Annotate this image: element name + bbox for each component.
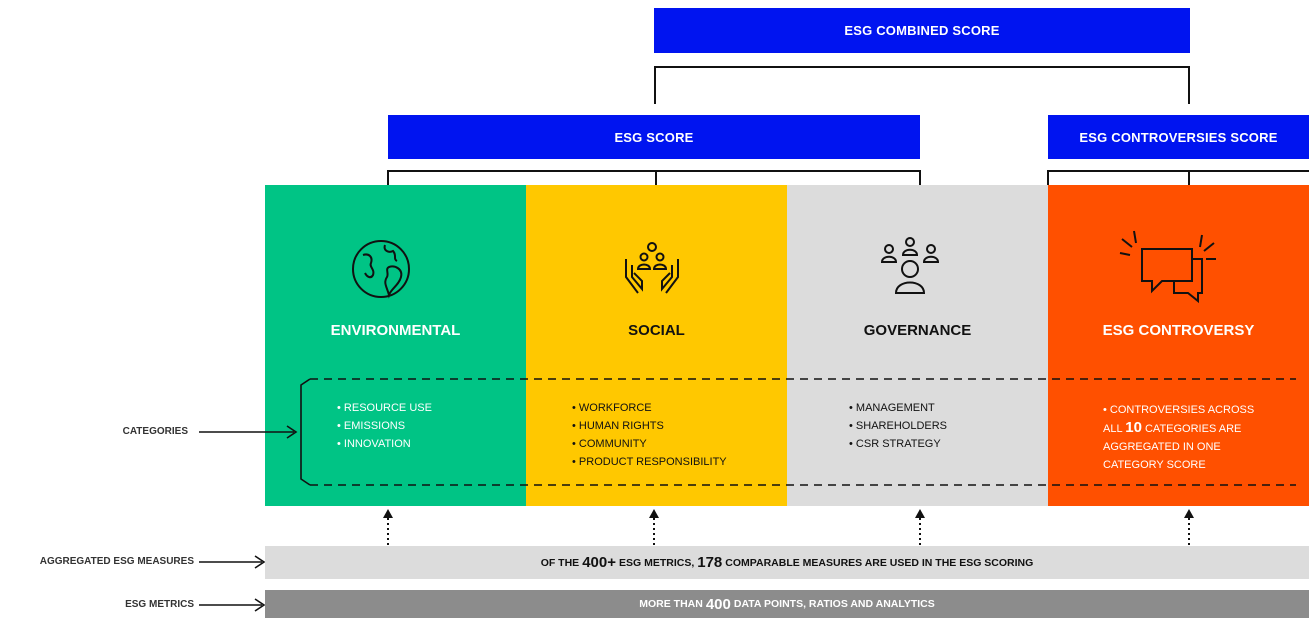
controversy-text-part2: CATEGORIES ARE AGGREGATED IN ONE CATEGOR… [1103,423,1242,471]
esg-combined-score-box: ESG COMBINED SCORE [654,8,1190,53]
environmental-column: ENVIRONMENTAL RESOURCE USE EMISSIONS INN… [265,185,526,506]
categories-brace [300,378,311,486]
combined-bracket [654,66,1190,104]
environmental-items: RESOURCE USE EMISSIONS INNOVATION [337,399,432,453]
esg-controversy-column: ESG CONTROVERSY • CONTROVERSIES ACROSS A… [1048,185,1309,506]
people-in-hands-icon [625,242,679,294]
social-title: SOCIAL [628,322,685,339]
list-item: PRODUCT RESPONSIBILITY [572,453,727,471]
globe-icon [352,240,410,299]
esg-controversy-title: ESG CONTROVERSY [1102,322,1255,339]
controversy-description: • CONTROVERSIES ACROSS ALL 10 CATEGORIES… [1103,404,1255,471]
list-item: RESOURCE USE [337,399,432,417]
list-item: INNOVATION [337,435,432,453]
governance-items: MANAGEMENT SHAREHOLDERS CSR STRATEGY [849,399,947,453]
esg-score-label: ESG SCORE [614,129,694,145]
list-item: COMMUNITY [572,435,727,453]
aggregated-text-part1: OF THE [540,556,580,569]
esg-combined-score-label: ESG COMBINED SCORE [844,23,1000,38]
aggregated-text-part2: ESG METRICS, [618,556,695,569]
esg-metrics-strip: MORE THAN 400 DATA POINTS, RATIOS AND AN… [265,590,1309,618]
up-arrows [383,509,1194,546]
list-item: SHAREHOLDERS [849,417,947,435]
aggregated-num2: 178 [697,554,723,571]
chat-bubbles-icon [1119,230,1216,304]
list-item: HUMAN RIGHTS [572,417,727,435]
esg-metrics-label: ESG METRICS [125,599,194,610]
social-column: SOCIAL WORKFORCE HUMAN RIGHTS COMMUNITY … [526,185,787,506]
list-item: MANAGEMENT [849,399,947,417]
categories-label: CATEGORIES [122,426,188,437]
metrics-arrow-head [254,598,266,612]
controversy-number: 10 [1125,419,1142,436]
esg-controversies-score-box: ESG CONTROVERSIES SCORE [1048,115,1309,159]
controversies-bracket [1047,170,1309,185]
metrics-text-part2: DATA POINTS, RATIOS AND ANALYTICS [733,598,935,610]
metrics-num1: 400 [705,595,731,613]
aggregated-measures-strip: OF THE 400+ ESG METRICS, 178 COMPARABLE … [265,546,1309,579]
social-items: WORKFORCE HUMAN RIGHTS COMMUNITY PRODUCT… [572,399,727,471]
group-icon [880,237,940,294]
metrics-text-part1: MORE THAN [639,598,703,610]
controversy-text-part1: CONTROVERSIES ACROSS ALL [1103,404,1255,435]
list-item: CSR STRATEGY [849,435,947,453]
list-item: WORKFORCE [572,399,727,417]
aggregated-arrow-head [254,555,266,569]
environmental-title: ENVIRONMENTAL [330,322,461,339]
governance-title: GOVERNANCE [863,322,972,339]
esg-score-bracket [387,170,921,185]
aggregated-esg-measures-label: AGGREGATED ESG MEASURES [39,556,194,567]
aggregated-text-part3: COMPARABLE MEASURES ARE USED IN THE ESG … [725,556,1034,569]
esg-score-box: ESG SCORE [388,115,920,159]
esg-controversies-score-label: ESG CONTROVERSIES SCORE [1079,129,1278,145]
list-item: EMISSIONS [337,417,432,435]
governance-column: GOVERNANCE MANAGEMENT SHAREHOLDERS CSR S… [787,185,1048,506]
categories-arrow-head [286,425,298,439]
aggregated-num1: 400+ [582,554,616,571]
